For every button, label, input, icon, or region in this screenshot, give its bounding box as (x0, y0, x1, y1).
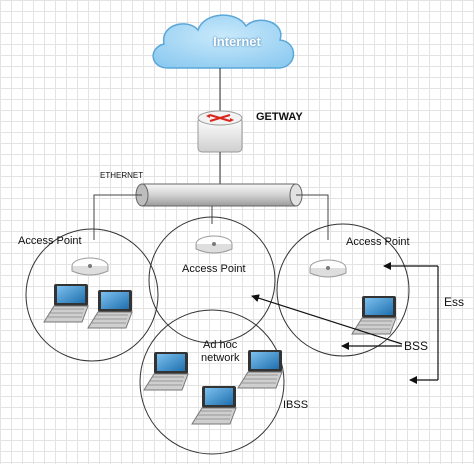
access-point-icon (71, 257, 109, 276)
ethernet-pipe-icon (135, 183, 303, 207)
laptop-icon (87, 290, 133, 329)
cloud-icon (152, 14, 295, 69)
ess-bracket (383, 262, 439, 384)
bss-circle-center (148, 216, 276, 344)
adhoc-label-line1: Ad hoc (203, 339, 238, 351)
access-point-label-right: Access Point (346, 236, 410, 248)
ess-label: Ess (444, 295, 465, 309)
ibss-circle (139, 309, 285, 455)
bss-circle-right (276, 223, 410, 357)
router-icon (197, 110, 243, 153)
ethernet-label: ETHERNET (100, 171, 144, 180)
internet-label: Internet (213, 34, 261, 49)
bss-label: BSS (404, 339, 429, 353)
access-point-label-center: Access Point (182, 263, 246, 275)
access-point-label-left: Access Point (18, 235, 82, 247)
laptop-icon (143, 352, 189, 391)
adhoc-label-line2: network (201, 352, 240, 364)
laptop-icon (43, 284, 89, 323)
access-point-icon (195, 235, 233, 254)
ethernet-drops (93, 194, 329, 240)
ibss-label: IBSS (283, 399, 309, 411)
bss-circles (25, 216, 410, 455)
laptop-icon (191, 386, 237, 425)
gateway-label: GETWAY (256, 111, 303, 123)
access-point-icon (309, 259, 347, 278)
laptop-icon (237, 350, 283, 389)
laptop-icon (351, 296, 397, 335)
bss-circle-left (25, 228, 159, 362)
bss-arrows (251, 294, 403, 350)
